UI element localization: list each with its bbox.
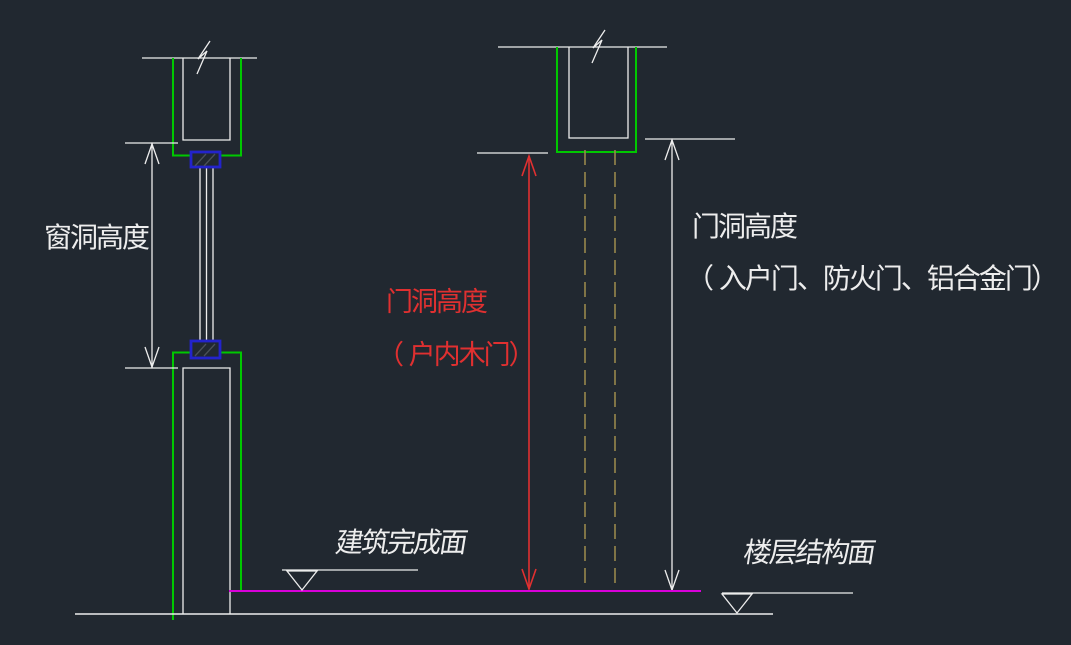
interior-door-dimension [477,152,548,592]
window-dim-arrow-top [144,142,160,165]
window-opening-height-label: 窗洞高度 [44,221,150,254]
door-head-finish-outline [556,47,637,153]
window-sill-hatch [194,343,216,357]
building-finished-surface-label: 建筑完成面 [333,526,469,559]
left-window-section [142,40,257,620]
entry-door-dim-arrow-top [664,138,680,161]
entry-door-height-label-line2: （ 入户门、防火门、铝合金门） [686,262,1059,295]
interior-door-dim-arrow-top [521,153,537,177]
break-symbol-right [591,29,606,64]
window-dim-arrow-bottom [144,346,160,369]
window-height-dimension [125,142,178,369]
finished-surface-level-triangle [285,570,319,592]
entry-door-dimension [645,138,735,592]
window-head-hatch [194,153,216,167]
door-head-inner-outline [568,47,629,139]
interior-door-height-label-line1: 门洞高度 [386,287,488,318]
right-door-section [498,29,667,590]
floor-lines [75,569,853,615]
window-glazing-lines [199,160,214,350]
window-sill-frame [189,339,222,360]
break-symbol-left [196,40,211,75]
interior-door-height-label-line2: （ 户内木门） [377,340,536,371]
left-wall-inner-outline-bottom [182,367,231,614]
left-wall-inner-outline-top [182,58,231,141]
entry-door-height-label-line1: 门洞高度 [692,210,798,243]
interior-door-dim-arrow-bottom [521,568,537,592]
floor-structural-surface-label: 楼层结构面 [741,536,877,569]
structural-surface-level-triangle [720,593,754,615]
